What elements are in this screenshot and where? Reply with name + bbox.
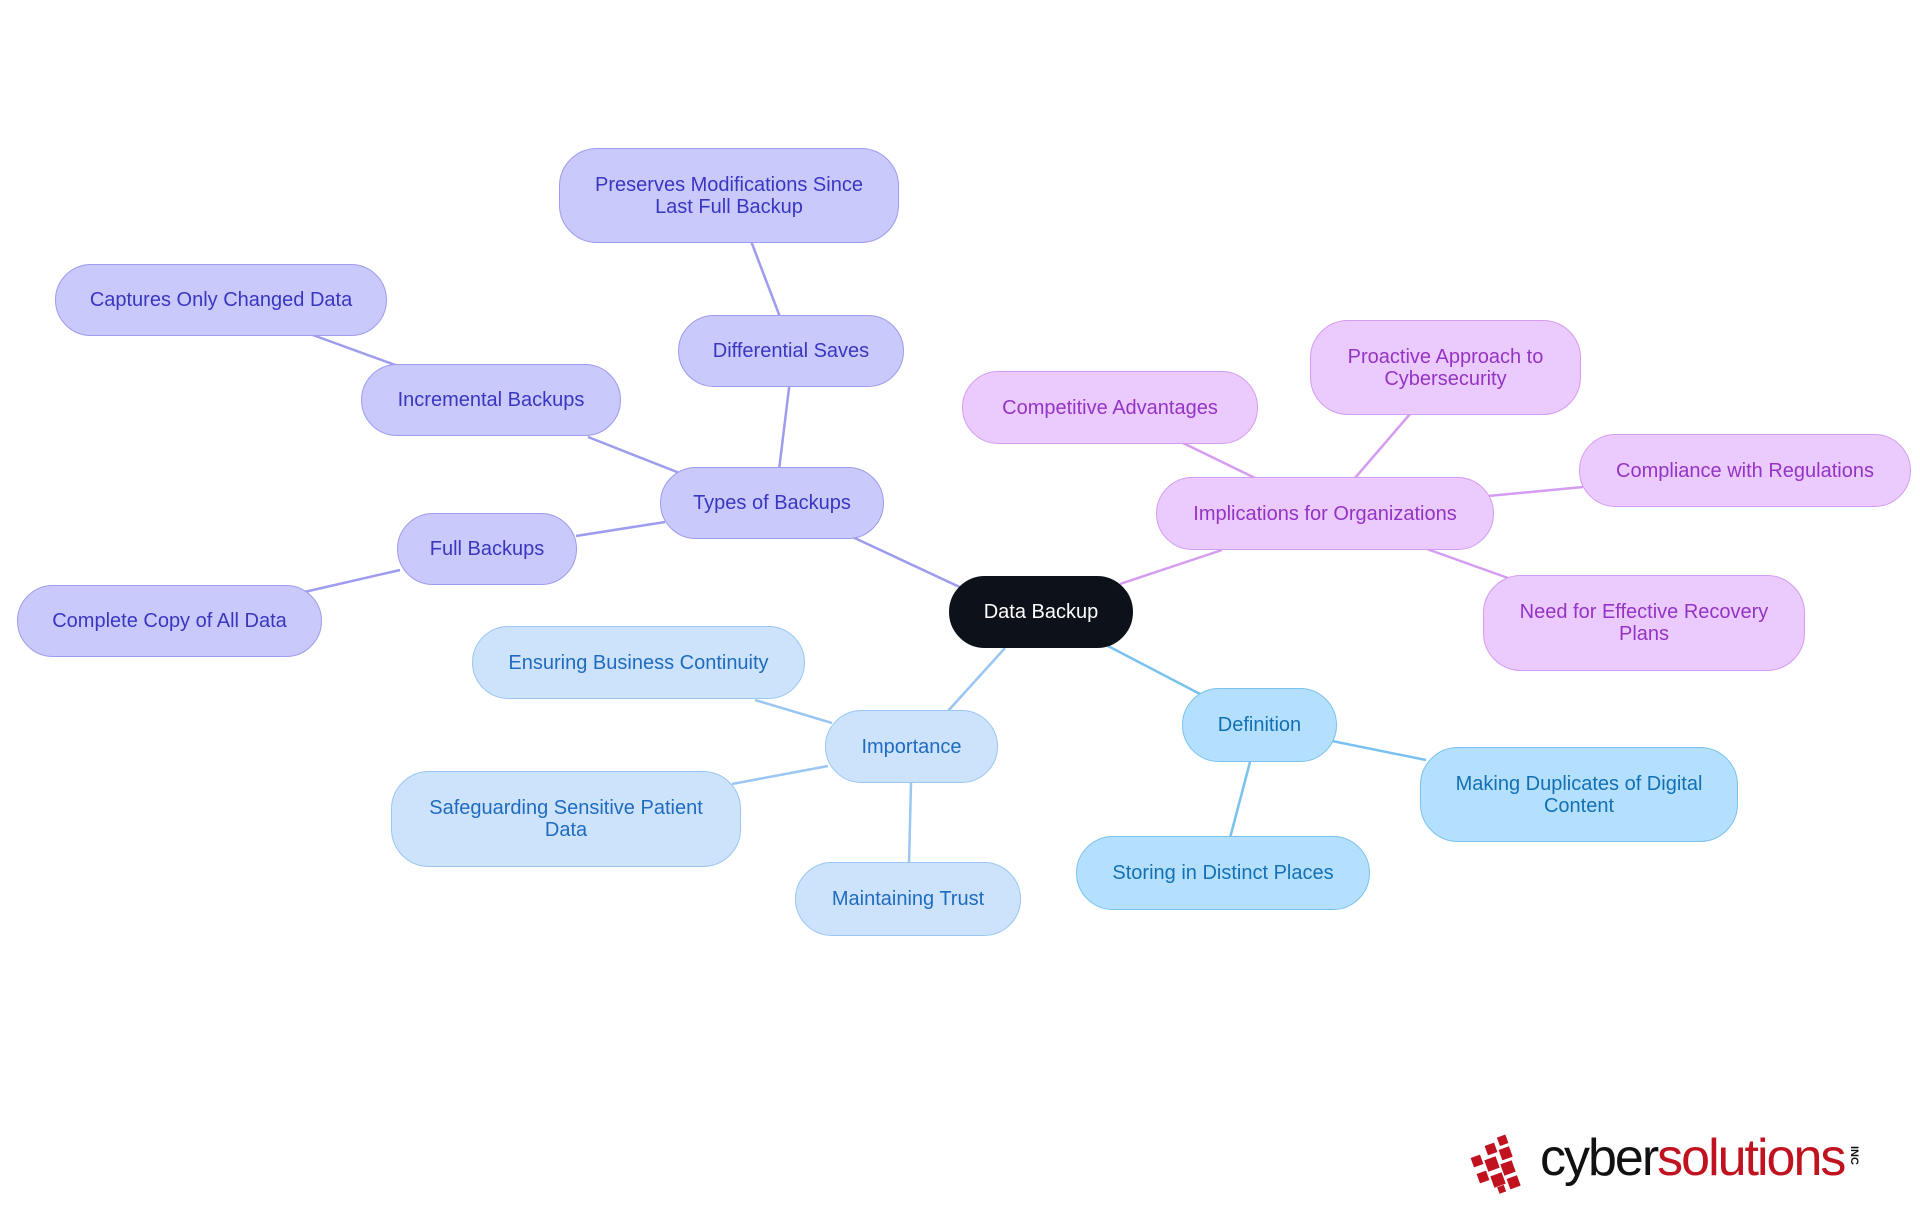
- node-proactive-approach[interactable]: Proactive Approach to Cybersecurity: [1310, 320, 1581, 415]
- branch-implications-for-organizations[interactable]: Implications for Organizations: [1156, 477, 1494, 550]
- edge-root-importance: [947, 647, 1006, 712]
- edge-full-complete: [299, 568, 401, 595]
- node-maintaining-trust[interactable]: Maintaining Trust: [795, 862, 1021, 936]
- logo-wordmark-prefix: cyber: [1540, 1129, 1659, 1187]
- edge-definition-storing: [1228, 761, 1252, 839]
- edge-definition-duplicates: [1331, 739, 1427, 762]
- branch-importance[interactable]: Importance: [825, 710, 998, 783]
- edge-importance-trust: [907, 782, 913, 865]
- node-storing-distinct-places[interactable]: Storing in Distinct Places: [1076, 836, 1370, 910]
- node-preserves-modifications[interactable]: Preserves Modifications Since Last Full …: [559, 148, 899, 243]
- edge-types-differential: [777, 379, 792, 471]
- node-ensuring-business-continuity[interactable]: Ensuring Business Continuity: [472, 626, 805, 699]
- cybersolutions-logo: cybersolutions INC: [1468, 1128, 1888, 1196]
- edge-implications-compliance: [1487, 485, 1584, 498]
- root-node[interactable]: Data Backup: [949, 576, 1133, 648]
- logo-pixel-mark-icon: [1470, 1134, 1521, 1194]
- node-incremental-backups[interactable]: Incremental Backups: [361, 364, 621, 436]
- node-compliance-with-regulations[interactable]: Compliance with Regulations: [1579, 434, 1911, 507]
- node-safeguarding-patient-data[interactable]: Safeguarding Sensitive Patient Data: [391, 771, 741, 867]
- node-full-backups[interactable]: Full Backups: [397, 513, 577, 585]
- node-captures-only-changed[interactable]: Captures Only Changed Data: [55, 264, 387, 336]
- edge-importance-safeguarding: [731, 764, 829, 786]
- node-complete-copy[interactable]: Complete Copy of All Data: [17, 585, 322, 657]
- node-need-for-recovery-plans[interactable]: Need for Effective Recovery Plans: [1483, 575, 1805, 671]
- branch-definition[interactable]: Definition: [1182, 688, 1337, 762]
- edge-types-incremental: [587, 435, 683, 476]
- logo-inc-mark: INC: [1848, 1146, 1860, 1165]
- edge-implications-recovery: [1426, 547, 1509, 580]
- edge-importance-continuity: [754, 698, 833, 725]
- edge-implications-proactive: [1354, 413, 1411, 479]
- edge-implications-competitive: [1182, 441, 1256, 480]
- edge-differential-preserves: [749, 240, 782, 318]
- edge-root-implications: [1119, 548, 1223, 586]
- edge-root-definition: [1107, 644, 1201, 696]
- node-competitive-advantages[interactable]: Competitive Advantages: [962, 371, 1258, 444]
- edge-root-types: [845, 532, 967, 592]
- branch-types-of-backups[interactable]: Types of Backups: [660, 467, 884, 539]
- node-making-duplicates[interactable]: Making Duplicates of Digital Content: [1420, 747, 1738, 842]
- edge-types-full: [575, 520, 666, 538]
- logo-wordmark: cybersolutions: [1540, 1128, 1846, 1188]
- node-differential-saves[interactable]: Differential Saves: [678, 315, 904, 387]
- edge-incremental-captures: [309, 332, 399, 368]
- logo-wordmark-suffix: solutions: [1657, 1129, 1846, 1187]
